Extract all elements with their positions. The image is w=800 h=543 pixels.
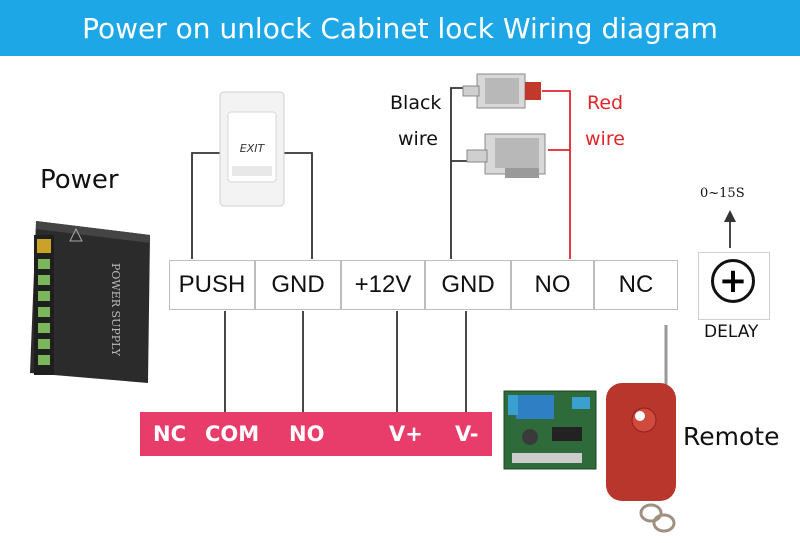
red-wire-label-line1: Red	[587, 92, 624, 114]
power-terminal-vplus: V+	[389, 422, 423, 446]
terminal-nc: NC	[594, 260, 678, 310]
power-terminal-nc: NC	[153, 422, 186, 446]
lock-red-wire	[542, 90, 571, 259]
terminal-push: PUSH	[169, 260, 255, 310]
exit-button-text: EXIT	[240, 142, 266, 155]
power-terminal-com: COM	[205, 422, 260, 446]
delay-label: DELAY	[704, 322, 759, 342]
power-terminal-bar	[140, 412, 492, 456]
power-supply-text: POWER SUPPLY	[109, 263, 122, 357]
remote-control-image	[606, 325, 676, 533]
power-terminal-no: NO	[289, 422, 325, 446]
delay-knob-icon: +	[711, 259, 755, 303]
exit-wire-right	[283, 152, 313, 259]
power-supply-image: POWER SUPPLY	[30, 221, 150, 383]
terminal-gnd-1: GND	[255, 260, 341, 310]
exit-wire-left	[191, 152, 222, 259]
diagram-title: Power on unlock Cabinet lock Wiring diag…	[0, 0, 800, 56]
delay-box: +	[698, 252, 770, 320]
cabinet-lock-image	[462, 73, 546, 178]
power-label: Power	[40, 165, 119, 195]
terminal-no: NO	[511, 260, 594, 310]
terminal-12v: +12V	[341, 260, 425, 310]
power-terminal-vminus: V-	[455, 422, 479, 446]
black-wire-label-line2: wire	[398, 128, 438, 150]
delay-arrow-head	[724, 210, 736, 222]
delay-range: 0~15S	[700, 186, 745, 201]
remote-label: Remote	[683, 422, 780, 451]
red-wire-label-line2: wire	[585, 128, 625, 150]
receiver-board-image	[503, 390, 597, 470]
black-wire-label-line1: Black	[390, 92, 442, 114]
terminal-gnd-2: GND	[425, 260, 511, 310]
exit-button-image: EXIT	[219, 91, 285, 207]
